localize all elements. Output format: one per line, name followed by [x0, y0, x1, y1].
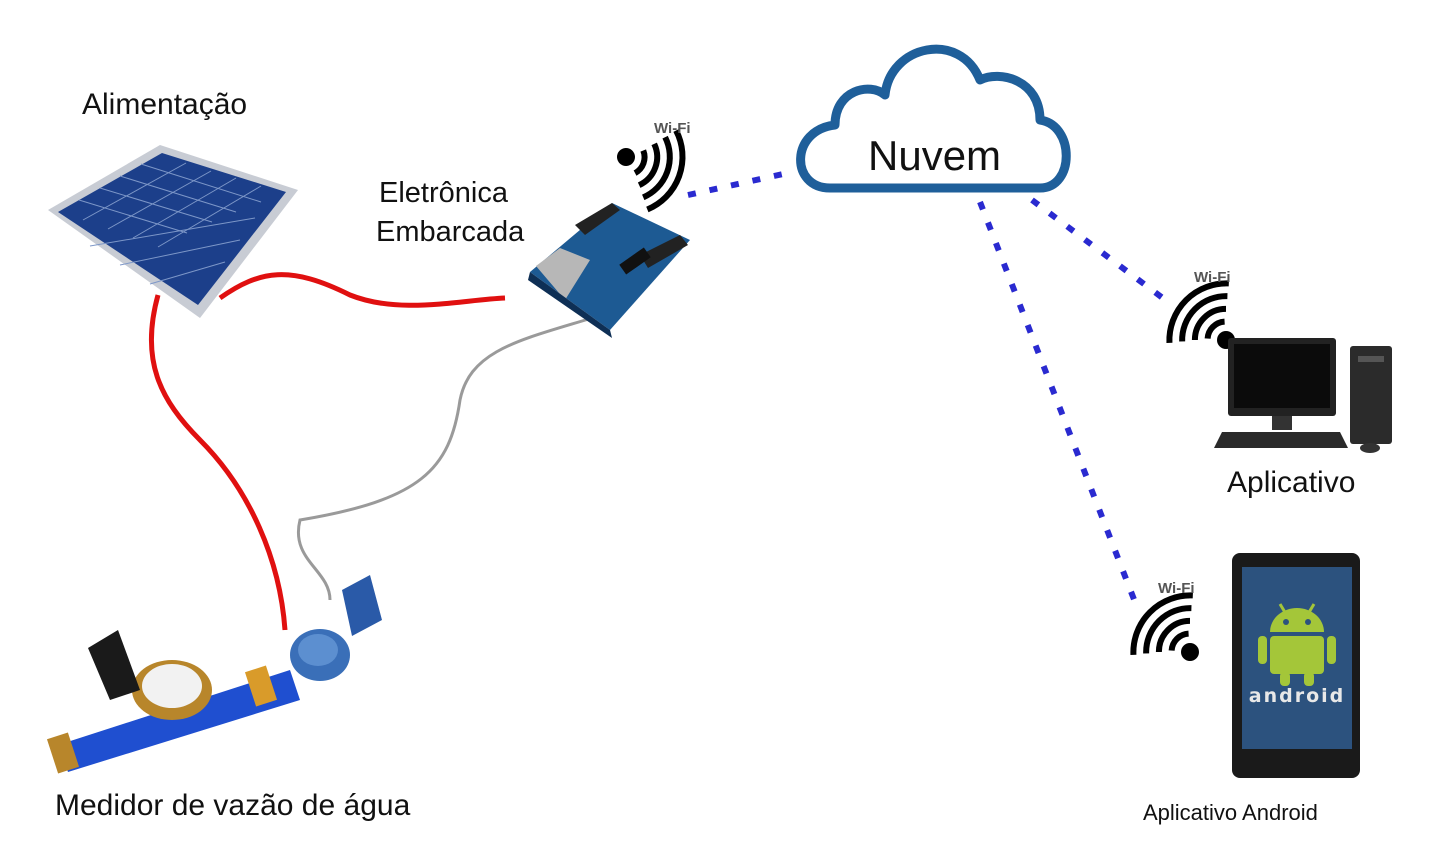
wifi-label-desktop: Wi-Fi: [1194, 269, 1231, 286]
electronics-label-line2: Embarcada: [376, 216, 525, 248]
wireless-links: [687, 169, 1174, 604]
android-logo-text: android: [1249, 685, 1346, 707]
water-meter-icon: [46, 575, 382, 774]
meter-label: Medidor de vazão de água: [55, 789, 411, 822]
wifi-label-phone: Wi-Fi: [1158, 580, 1195, 597]
power-cable-panel-to-meter: [148, 294, 288, 631]
solar-panel-icon: [48, 145, 298, 318]
link-cloud-desktop: [1030, 197, 1174, 308]
android-app-label: Aplicativo Android: [1143, 800, 1318, 825]
wifi-label-board: Wi-Fi: [654, 120, 691, 137]
arduino-board-icon: [528, 203, 690, 338]
power-label: Alimentação: [82, 88, 247, 121]
app-label: Aplicativo: [1227, 466, 1355, 499]
electronics-label-line1: Eletrônica: [379, 177, 509, 209]
link-cloud-phone: [977, 200, 1138, 604]
cloud-icon: [796, 44, 1071, 193]
desktop-computer-icon: [1214, 338, 1392, 453]
power-cable-panel-to-board: [218, 272, 506, 308]
cloud-label: Nuvem: [868, 132, 1001, 179]
signal-cable: [296, 316, 593, 601]
android-phone-icon: android: [1232, 553, 1360, 778]
link-board-cloud: [687, 169, 793, 198]
